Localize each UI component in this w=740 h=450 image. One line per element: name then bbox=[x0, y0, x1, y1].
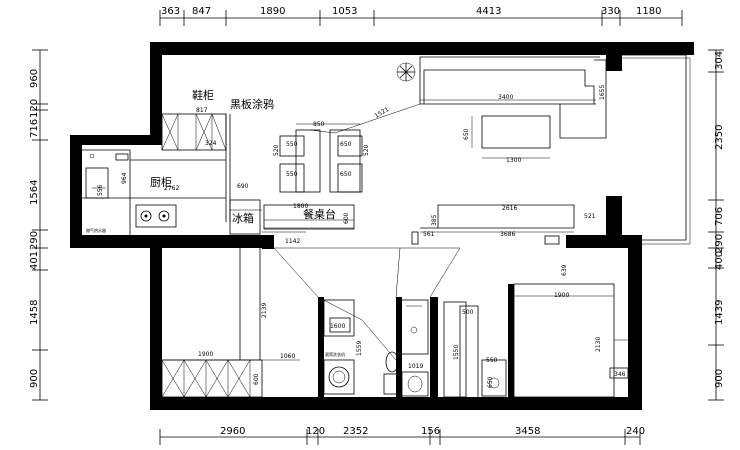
right-dim-4: 290 bbox=[714, 234, 725, 253]
inner-dim: 324 bbox=[205, 140, 217, 147]
inner-dim: 690 bbox=[237, 183, 249, 190]
inner-dim: 520 bbox=[363, 144, 370, 156]
inner-dim: 964 bbox=[121, 172, 128, 184]
bottom-dim-2: 120 bbox=[306, 426, 325, 437]
top-dim-5: 4413 bbox=[476, 6, 501, 17]
bottom-dim-5: 3458 bbox=[515, 426, 540, 437]
right-dim-1: 304 bbox=[714, 51, 725, 70]
left-dim-8: 900 bbox=[29, 369, 40, 388]
walls bbox=[70, 42, 694, 410]
top-dim-4: 1053 bbox=[332, 6, 357, 17]
room-label-dining-table: 餐桌台 bbox=[303, 207, 336, 221]
room-label-fridge: 冰箱 bbox=[232, 211, 254, 225]
inner-dim: 1019 bbox=[408, 363, 423, 370]
inner-dim: 650 bbox=[340, 171, 352, 178]
inner-dim: 600 bbox=[343, 212, 350, 224]
left-dim-7: 1458 bbox=[29, 300, 40, 325]
inner-dim: 2130 bbox=[595, 337, 602, 352]
bottom-dimension-line: 2960 120 2352 156 3458 240 bbox=[159, 426, 645, 445]
inner-dim: 650 bbox=[340, 141, 352, 148]
right-dim-2: 2350 bbox=[714, 125, 725, 150]
inner-dim: 500 bbox=[462, 309, 474, 316]
inner-dim: 550 bbox=[286, 141, 298, 148]
inner-dim: 650 bbox=[463, 128, 470, 140]
top-dim-1: 363 bbox=[161, 6, 180, 17]
left-dimension-line: 960 120 716 1564 290 401 1458 900 bbox=[29, 49, 48, 401]
inner-dim: 1060 bbox=[280, 353, 295, 360]
inner-dim: 817 bbox=[196, 107, 208, 114]
interior-linework bbox=[82, 43, 691, 399]
top-dim-7: 1180 bbox=[636, 6, 661, 17]
inner-dim: 639 bbox=[561, 264, 568, 276]
right-dimension-line: 304 2350 706 290 400 1439 900 bbox=[708, 49, 725, 401]
inner-dim: 1600 bbox=[330, 323, 345, 330]
appliance-notes: 燃气热水器 滚筒洗衣机 bbox=[86, 227, 345, 357]
left-dim-3: 716 bbox=[29, 119, 40, 138]
inner-dim: 2139 bbox=[261, 303, 268, 318]
inner-dim: 520 bbox=[273, 144, 280, 156]
bottom-dim-6: 240 bbox=[626, 426, 645, 437]
top-dim-2: 847 bbox=[192, 6, 211, 17]
inner-dim: 1655 bbox=[599, 85, 606, 100]
inner-dim: 3686 bbox=[500, 231, 515, 238]
inner-dim: 1550 bbox=[453, 345, 460, 360]
plant-icon bbox=[396, 62, 416, 82]
bottom-dim-1: 2960 bbox=[220, 426, 245, 437]
left-dim-5: 290 bbox=[29, 231, 40, 250]
washer-note: 滚筒洗衣机 bbox=[325, 351, 345, 357]
inner-dim: 1900 bbox=[198, 351, 213, 358]
inner-dim: 850 bbox=[313, 121, 325, 128]
left-dim-1: 960 bbox=[29, 69, 40, 88]
right-dim-7: 900 bbox=[714, 369, 725, 388]
left-dim-2: 120 bbox=[29, 99, 40, 118]
inner-dim: 1800 bbox=[293, 203, 308, 210]
top-dim-6: 330 bbox=[601, 6, 620, 17]
left-dim-4: 1564 bbox=[29, 180, 40, 205]
inner-dim: 600 bbox=[253, 373, 260, 385]
right-dim-3: 706 bbox=[714, 207, 725, 226]
inner-dim: 1900 bbox=[554, 292, 569, 299]
inner-dim: 2616 bbox=[502, 205, 517, 212]
bottom-dim-3: 2352 bbox=[343, 426, 368, 437]
inner-dim: 385 bbox=[431, 214, 438, 226]
inner-dim: 1521 bbox=[374, 106, 391, 120]
top-dimension-line: 363 847 1890 1053 4413 330 1180 bbox=[159, 6, 683, 26]
inner-dim: 550 bbox=[286, 171, 298, 178]
inner-dim: 346 bbox=[614, 371, 626, 378]
inner-dim: 650 bbox=[487, 376, 494, 388]
inner-dim: 3400 bbox=[498, 94, 513, 101]
inner-dim: 556 bbox=[97, 184, 104, 196]
right-dim-5: 400 bbox=[714, 251, 725, 270]
inner-dim: 561 bbox=[423, 231, 435, 238]
right-dim-6: 1439 bbox=[714, 300, 725, 325]
gas-heater-note: 燃气热水器 bbox=[86, 227, 106, 233]
bottom-dim-4: 156 bbox=[421, 426, 440, 437]
inner-dim: 550 bbox=[486, 357, 498, 364]
top-dim-3: 1890 bbox=[260, 6, 285, 17]
room-label-shoe-cabinet: 鞋柜 bbox=[192, 88, 214, 102]
room-labels: 鞋柜 黑板涂鸦 厨柜 冰箱 餐桌台 bbox=[150, 88, 336, 225]
inner-dim: 1300 bbox=[506, 157, 521, 164]
inner-dim: 2762 bbox=[164, 185, 179, 192]
left-dim-6: 401 bbox=[29, 251, 40, 270]
room-label-kitchen-cabinet: 厨柜 bbox=[150, 176, 172, 189]
inner-dim: 1559 bbox=[356, 341, 363, 356]
inner-dimension-texts: 817 324 850 550 550 650 650 520 520 1521… bbox=[97, 85, 626, 388]
inner-dim: 521 bbox=[584, 213, 596, 220]
room-label-blackboard: 黑板涂鸦 bbox=[230, 97, 274, 111]
inner-dim: 1142 bbox=[285, 238, 300, 245]
